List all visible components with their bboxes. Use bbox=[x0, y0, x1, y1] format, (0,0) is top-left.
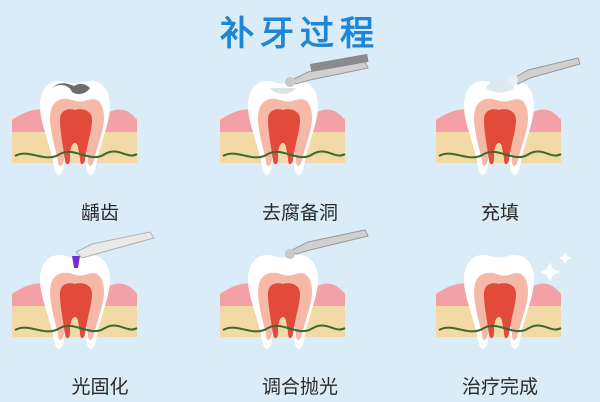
nerve-line bbox=[222, 150, 346, 159]
nerve-line bbox=[14, 324, 138, 333]
filling-tool bbox=[506, 57, 581, 86]
nerve-line bbox=[438, 150, 562, 159]
step-fill: 充填 bbox=[400, 48, 600, 228]
step-label: 光固化 bbox=[71, 376, 129, 398]
pulp bbox=[268, 109, 300, 165]
sparkle-icon bbox=[540, 252, 571, 282]
step-label: 调合抛光 bbox=[261, 376, 338, 398]
tooth-illustration bbox=[220, 229, 369, 349]
drill-tool bbox=[285, 53, 369, 87]
step-label: 充填 bbox=[480, 202, 519, 224]
nerve-line bbox=[438, 324, 562, 333]
step-label: 治疗完成 bbox=[461, 376, 538, 398]
step-cure: 光固化 bbox=[0, 222, 200, 402]
step-drill: 去腐备洞 bbox=[200, 48, 400, 228]
page-title: 补牙过程 bbox=[220, 14, 380, 54]
step-cavity: 龋齿 bbox=[0, 48, 200, 228]
tooth-illustration bbox=[12, 81, 138, 175]
tooth-illustration bbox=[220, 53, 369, 175]
tooth-illustration bbox=[436, 57, 581, 175]
pulp bbox=[60, 283, 92, 339]
pulp bbox=[484, 283, 516, 339]
pulp bbox=[484, 109, 516, 165]
polish-tool bbox=[285, 229, 369, 259]
step-done: 治疗完成 bbox=[400, 222, 600, 402]
tooth-illustration bbox=[436, 252, 571, 349]
step-label: 龋齿 bbox=[80, 202, 119, 224]
step-polish: 调合抛光 bbox=[200, 222, 400, 402]
pulp bbox=[60, 109, 92, 165]
cavity-lesion bbox=[52, 83, 90, 95]
curing-light-tool bbox=[75, 231, 155, 259]
pulp bbox=[268, 283, 300, 339]
nerve-line bbox=[14, 150, 138, 159]
prepared-cavity bbox=[270, 88, 296, 94]
step-label: 去腐备洞 bbox=[261, 202, 338, 224]
curing-light-beam bbox=[72, 256, 80, 268]
tooth-illustration bbox=[12, 231, 155, 349]
nerve-line bbox=[222, 324, 346, 333]
